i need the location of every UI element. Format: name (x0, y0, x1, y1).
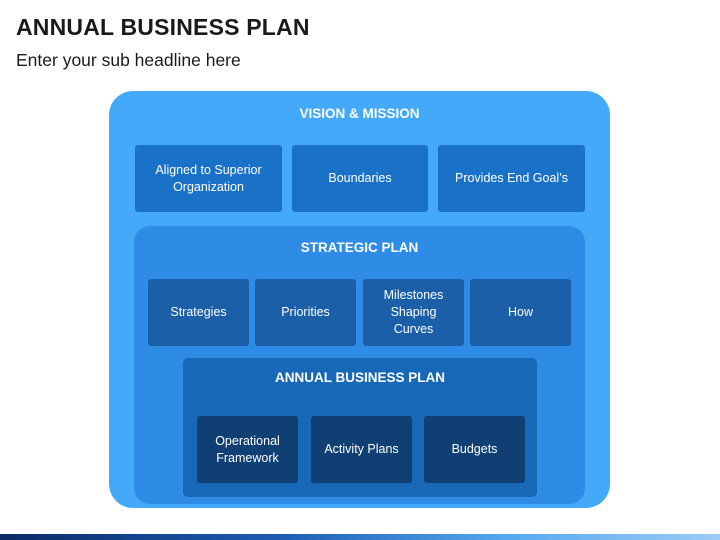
strategic-plan-title: STRATEGIC PLAN (300, 240, 419, 255)
page-subtitle: Enter your sub headline here (16, 50, 241, 70)
annual-item-budgets: Budgets (424, 416, 525, 483)
strategic-item-priorities: Priorities (255, 279, 356, 346)
annual-item-activity-plans: Activity Plans (311, 416, 412, 483)
annual-item-operational-framework: Operational Framework (197, 416, 298, 483)
vision-item-aligned: Aligned to Superior Organization (135, 145, 282, 212)
vision-item-boundaries: Boundaries (292, 145, 428, 212)
strategic-item-how: How (470, 279, 571, 346)
footer-gradient-bar (0, 534, 720, 540)
annual-plan-title: ANNUAL BUSINESS PLAN (274, 370, 445, 385)
strategic-item-milestones: Milestones Shaping Curves (363, 279, 464, 346)
page-title: ANNUAL BUSINESS PLAN (16, 14, 310, 40)
vision-item-end-goals: Provides End Goal’s (438, 145, 585, 212)
strategic-item-strategies: Strategies (148, 279, 249, 346)
vision-mission-title: VISION & MISSION (299, 106, 420, 121)
